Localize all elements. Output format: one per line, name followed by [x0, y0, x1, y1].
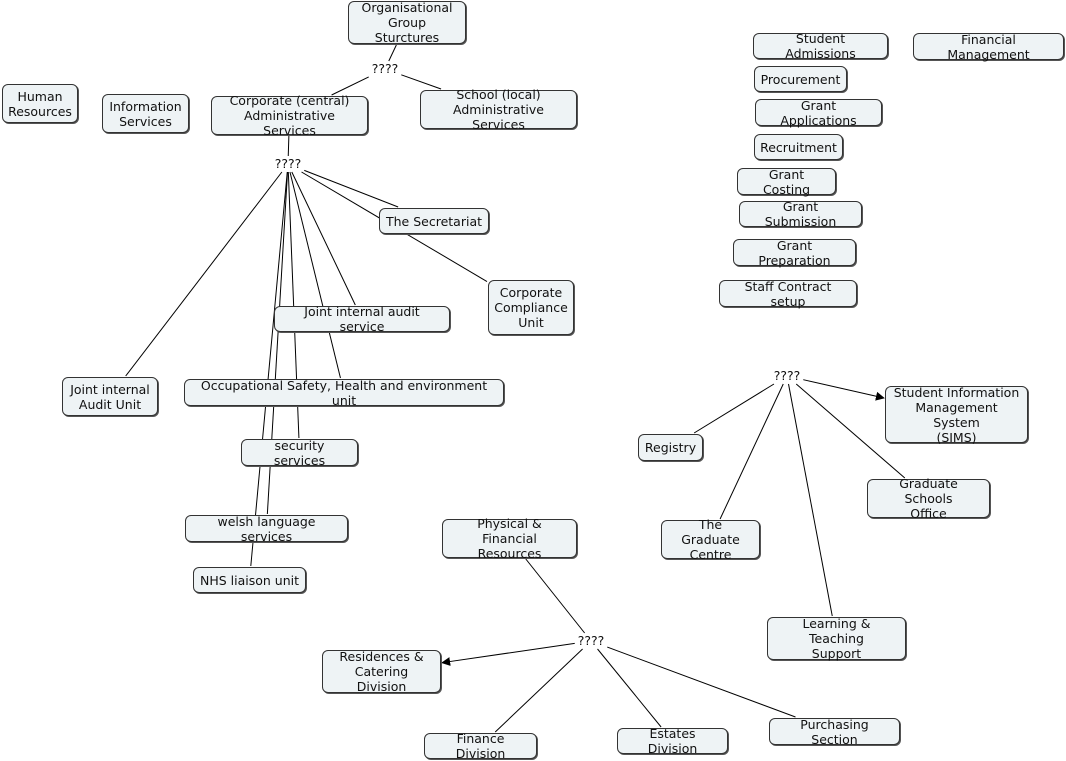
- node-residences-catering-division[interactable]: Residences & Catering Division: [322, 649, 441, 694]
- connection-line: [401, 74, 442, 90]
- node-staff-contract-setup[interactable]: Staff Contract setup: [719, 279, 857, 309]
- node-finance-division[interactable]: Finance Division: [424, 731, 537, 761]
- connection-line: [803, 379, 885, 401]
- connection-line: [289, 171, 341, 379]
- connection-line: [304, 169, 399, 208]
- connection-line: [525, 558, 586, 634]
- node-security-services[interactable]: security services: [241, 438, 358, 468]
- node-physical-financial-resources[interactable]: Physical & Financial Resources: [442, 516, 577, 561]
- linking-phrase[interactable]: ????: [575, 633, 607, 648]
- node-joint-internal-audit-service[interactable]: Joint internal audit service: [274, 304, 450, 334]
- node-the-graduate-centre[interactable]: The Graduate Centre: [661, 517, 760, 562]
- connection-line: [607, 646, 796, 718]
- node-corporate-compliance-unit[interactable]: Corporate Compliance Unit: [488, 280, 574, 335]
- node-information-services[interactable]: Information Services: [102, 94, 189, 133]
- connection-line: [795, 383, 906, 479]
- node-school-administrative-services[interactable]: School (local) Administrative Services: [420, 87, 577, 132]
- connection-line: [331, 76, 369, 96]
- node-purchasing-section[interactable]: Purchasing Section: [769, 717, 900, 747]
- connection-line: [291, 171, 356, 306]
- node-graduate-schools-office[interactable]: Graduate Schools Office: [867, 476, 990, 521]
- connection-line: [494, 648, 583, 733]
- node-grant-applications[interactable]: Grant Applications: [755, 98, 882, 128]
- connection-line: [441, 642, 575, 666]
- connection-line: [250, 171, 288, 567]
- node-registry[interactable]: Registry: [638, 434, 703, 461]
- connection-line: [287, 135, 290, 157]
- linking-phrase[interactable]: ????: [771, 368, 803, 383]
- node-recruitment[interactable]: Recruitment: [754, 134, 843, 160]
- node-welsh-language-services[interactable]: welsh language services: [185, 514, 348, 544]
- linking-phrase[interactable]: ????: [272, 156, 304, 171]
- node-estates-division[interactable]: Estates Division: [617, 726, 728, 756]
- node-organisational-group-structures[interactable]: Organisational Group Sturctures: [348, 0, 466, 45]
- node-financial-management[interactable]: Financial Management: [913, 32, 1064, 62]
- connection-line: [125, 171, 283, 377]
- node-human-resources[interactable]: Human Resources: [2, 84, 78, 123]
- node-procurement[interactable]: Procurement: [754, 66, 847, 92]
- node-the-secretariat[interactable]: The Secretariat: [379, 208, 489, 234]
- connection-line: [693, 383, 775, 434]
- node-learning-teaching-support[interactable]: Learning & Teaching Support: [767, 616, 906, 661]
- connection-line: [388, 44, 397, 62]
- node-student-admissions[interactable]: Student Admissions: [753, 31, 888, 61]
- node-nhs-liaison-unit[interactable]: NHS liaison unit: [193, 567, 306, 593]
- connection-line: [788, 383, 833, 617]
- node-student-information-management-system[interactable]: Student Information Management System (S…: [885, 385, 1028, 445]
- node-occupational-safety-unit[interactable]: Occupational Safety, Health and environm…: [184, 378, 504, 408]
- node-grant-costing[interactable]: Grant Costing: [737, 167, 836, 197]
- linking-phrase[interactable]: ????: [369, 61, 401, 76]
- node-corporate-administrative-services[interactable]: Corporate (central) Administrative Servi…: [211, 93, 368, 138]
- node-joint-internal-audit-unit[interactable]: Joint internal Audit Unit: [62, 377, 158, 416]
- node-grant-submission[interactable]: Grant Submission: [739, 199, 862, 229]
- connection-line: [597, 648, 662, 728]
- node-grant-preparation[interactable]: Grant Preparation: [733, 238, 856, 268]
- connection-line: [719, 383, 784, 520]
